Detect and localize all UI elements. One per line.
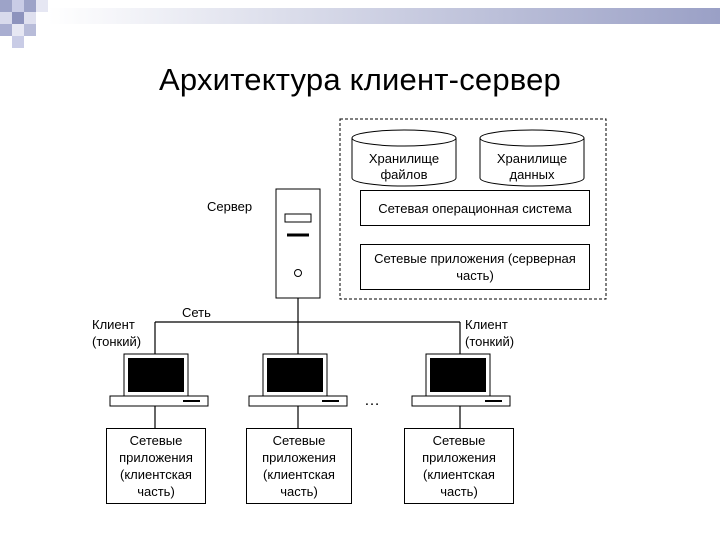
network-label: Сеть xyxy=(182,305,211,320)
client-right-label: Клиент (тонкий) xyxy=(465,317,515,349)
client-computer-icon xyxy=(248,353,348,407)
corner-decoration xyxy=(0,0,48,48)
client-computer-icon xyxy=(109,353,209,407)
server-tower-icon xyxy=(275,188,321,299)
page-title: Архитектура клиент-сервер xyxy=(159,62,561,97)
client-apps-box: Сетевые приложения (клиентская часть) xyxy=(404,428,514,504)
client-computer-icon xyxy=(411,353,511,407)
network-lines xyxy=(154,298,461,428)
top-gradient-bar xyxy=(48,8,720,24)
server-boundary xyxy=(339,118,607,300)
storage-files-cylinder xyxy=(351,129,457,187)
storage-data-label: Хранилище данных xyxy=(496,151,568,182)
server-apps-box: Сетевые приложения (серверная часть) xyxy=(360,244,590,290)
server-label: Сервер xyxy=(207,199,253,214)
storage-files-label: Хранилище файлов xyxy=(368,151,440,182)
client-left-label: Клиент (тонкий) xyxy=(92,317,142,349)
network-os-box: Сетевая операционная система xyxy=(360,190,590,226)
client-apps-box: Сетевые приложения (клиентская часть) xyxy=(246,428,352,504)
storage-data-cylinder xyxy=(479,129,585,187)
more-clients-ellipsis: … xyxy=(364,392,380,409)
client-apps-box: Сетевые приложения (клиентская часть) xyxy=(106,428,206,504)
